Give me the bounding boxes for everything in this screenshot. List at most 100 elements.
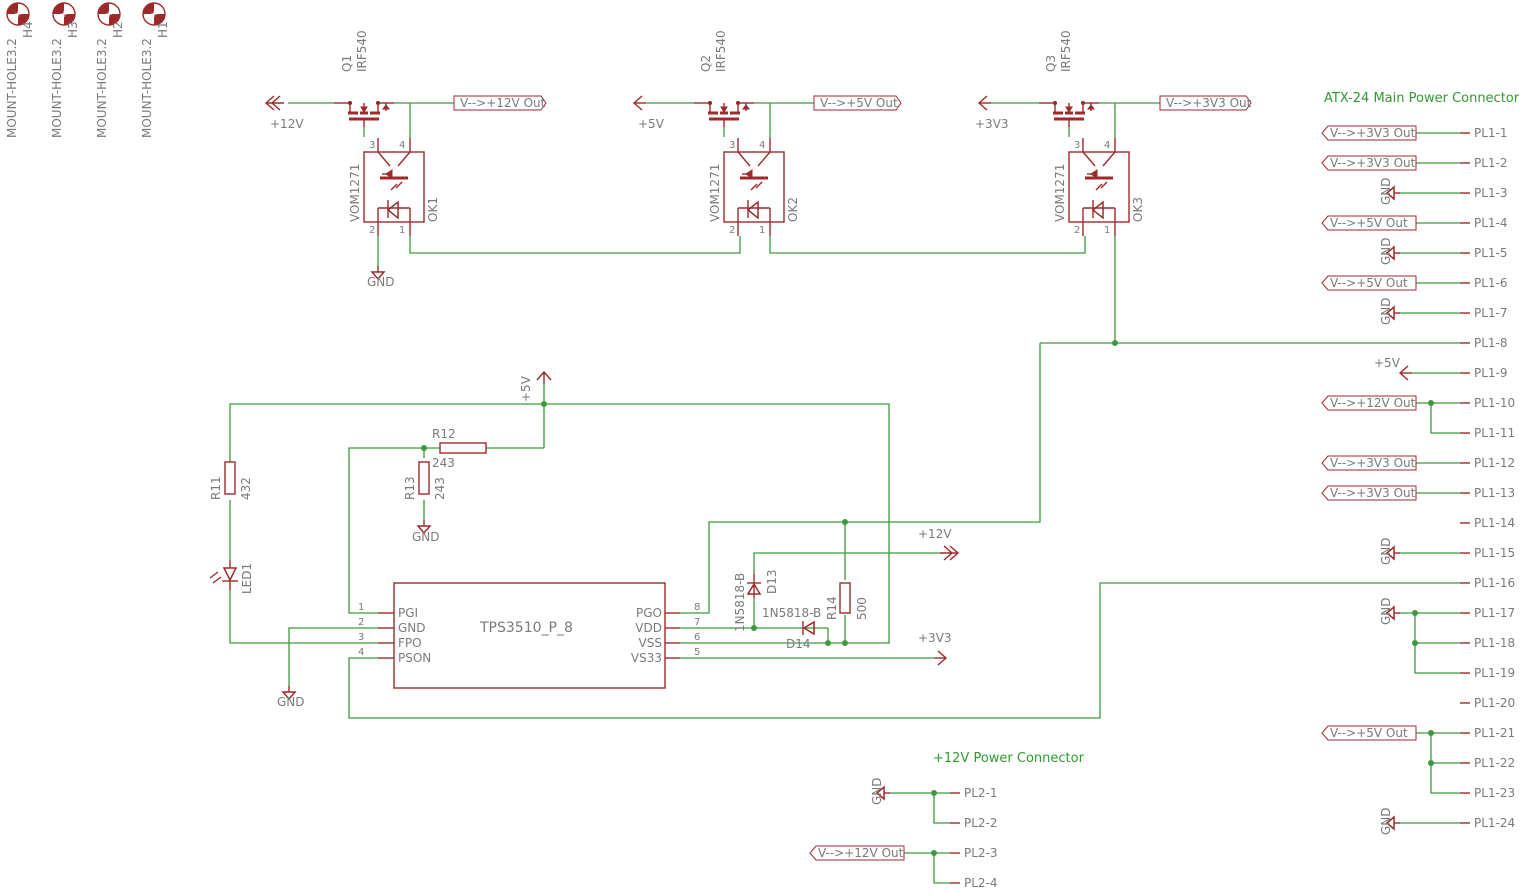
optocoupler-ok1[interactable]: 3 4 2 1 VOM1271 OK1 xyxy=(348,136,440,238)
supply-label-3v3: +3V3 xyxy=(975,117,1009,131)
ok3-pin1: 1 xyxy=(1104,225,1110,236)
ic-tps3510[interactable]: TPS3510_P_8 PGI GND FPO PSON PGO VDD VSS… xyxy=(358,582,700,689)
atx-pin-label: PL1-5 xyxy=(1474,246,1508,260)
ok3-value: VOM1271 xyxy=(1053,164,1067,222)
mount-hole-h3[interactable]: MOUNT-HOLE3.2 H3 xyxy=(50,2,80,138)
optocoupler-ok2[interactable]: 3 4 2 1 VOM1271 OK2 xyxy=(708,136,800,238)
ok1-name: OK1 xyxy=(426,197,440,222)
mosfet-q3-name: Q3 xyxy=(1044,55,1058,72)
switch-stage-3v3: Q3 IRF540 +3V3 V-->+3V3 Out 3 4 2 1 VOM1… xyxy=(975,30,1252,343)
pl2-pin-label: PL2-1 xyxy=(964,786,998,800)
optocoupler-ok3[interactable]: 3 4 2 1 VOM1271 OK3 xyxy=(1053,136,1145,238)
ic-name: TPS3510_P_8 xyxy=(479,620,573,636)
pl2-net-flag xyxy=(809,845,905,861)
atx-pin-row[interactable]: PL1-4V-->+5V Out xyxy=(1321,215,1508,231)
atx-pin-row[interactable]: PL1-22 xyxy=(1460,756,1515,770)
net-flag-3v3-out: V-->+3V3 Out xyxy=(1159,95,1252,111)
ic-pin-num-1: 1 xyxy=(358,602,364,613)
atx-net-flag-label: V-->+5V Out xyxy=(1330,276,1408,290)
atx-pin-row[interactable]: PL1-20 xyxy=(1460,696,1515,710)
mosfet-q1-value: IRF540 xyxy=(355,30,369,72)
ic-pin-num-3: 3 xyxy=(358,632,364,643)
atx-pin-row[interactable]: PL1-18 xyxy=(1460,636,1515,650)
atx-pin-label: PL1-15 xyxy=(1474,546,1515,560)
atx-pin-row[interactable]: PL1-1V-->+3V3 Out xyxy=(1321,125,1508,141)
atx-net-flag xyxy=(1321,275,1417,291)
ok1-pin1: 1 xyxy=(399,225,405,236)
atx-pin-row[interactable]: PL1-16 xyxy=(1460,576,1515,590)
r11-name: R11 xyxy=(209,476,223,500)
atx-pin-label: PL1-9 xyxy=(1474,366,1508,380)
led1-name: LED1 xyxy=(240,563,254,594)
atx-pin-row[interactable]: PL1-12V-->+3V3 Out xyxy=(1321,455,1515,471)
resistor-r11[interactable]: R11 432 xyxy=(209,461,253,500)
atx-pin-label: PL1-20 xyxy=(1474,696,1515,710)
ic-pin-num-5: 5 xyxy=(694,647,700,658)
gnd-label-ok1: GND xyxy=(367,275,395,289)
net-flag-12v-out-label: V-->+12V Out xyxy=(460,96,546,110)
ok2-name: OK2 xyxy=(786,197,800,222)
atx-net-flag-label: V-->+3V3 Out xyxy=(1330,156,1416,170)
atx-pin-row[interactable]: PL1-10V-->+12V Out xyxy=(1321,395,1515,411)
net-flag-5v-out: V-->+5V Out xyxy=(813,95,902,111)
supply-arrow xyxy=(1398,365,1412,381)
atx-pin-label: PL1-22 xyxy=(1474,756,1515,770)
gnd-symbol xyxy=(1385,305,1400,321)
atx-pin-label: PL1-17 xyxy=(1474,606,1515,620)
ic-pin-gnd: GND xyxy=(398,621,426,635)
atx-pin-row[interactable]: PL1-6V-->+5V Out xyxy=(1321,275,1508,291)
gnd-symbol xyxy=(1385,815,1400,831)
atx-pin-row[interactable]: PL1-13V-->+3V3 Out xyxy=(1321,485,1515,501)
mount-hole-h2[interactable]: MOUNT-HOLE3.2 H2 xyxy=(95,2,125,138)
mosfet-q2[interactable]: Q2 IRF540 xyxy=(692,30,756,129)
pl2-pin-label: PL2-3 xyxy=(964,846,998,860)
resistor-r14[interactable]: R14 500 xyxy=(825,582,869,620)
ic-pin-num-4: 4 xyxy=(358,647,364,658)
atx-pin-row[interactable]: PL1-19 xyxy=(1460,666,1515,680)
diode-d14[interactable]: 1N5818-B D14 xyxy=(762,606,821,651)
atx-pin-row[interactable]: PL1-8 xyxy=(1460,336,1508,350)
pl2-pin-row[interactable]: PL2-3V-->+12V Out xyxy=(809,845,998,861)
atx-gnd-label: GND xyxy=(1379,237,1393,265)
atx-pin-row[interactable]: PL1-14 xyxy=(1460,516,1515,530)
hole-value-h2: MOUNT-HOLE3.2 xyxy=(95,38,109,138)
atx-pin-label: PL1-19 xyxy=(1474,666,1515,680)
mosfet-q3[interactable]: Q3 IRF540 xyxy=(1037,30,1101,129)
supply-arrow-12v: +12V xyxy=(265,95,334,131)
ic-pin-vss: VSS xyxy=(639,636,662,650)
led-led1[interactable]: LED1 xyxy=(209,560,254,594)
resistor-r13[interactable]: R13 243 xyxy=(403,461,447,500)
atx-net-flag xyxy=(1321,215,1417,231)
atx-pin-row[interactable]: PL1-23 xyxy=(1460,786,1515,800)
atx-pin-row[interactable]: PL1-21V-->+5V Out xyxy=(1321,725,1515,741)
diode-d13[interactable]: 1N5818-B D13 xyxy=(733,569,779,632)
gnd-symbol xyxy=(1385,545,1400,561)
atx-net-flag xyxy=(1321,395,1417,411)
ok1-pin2: 2 xyxy=(369,225,375,236)
atx-gnd-label: GND xyxy=(1379,537,1393,565)
ic-pin-pgi: PGI xyxy=(398,606,418,620)
pl2-pin-row[interactable]: PL2-4 xyxy=(950,876,998,890)
net-flag-12v-out: V-->+12V Out xyxy=(453,95,547,111)
mosfet-q1[interactable]: Q1 IRF540 xyxy=(332,30,396,129)
atx-pin-label: PL1-7 xyxy=(1474,306,1508,320)
supply-label-12v: +12V xyxy=(270,117,304,131)
atx-pin-row[interactable]: PL1-5 GND xyxy=(1379,237,1508,265)
atx-pin-row[interactable]: PL1-15 GND xyxy=(1379,537,1515,565)
resistor-r12[interactable]: R12 243 xyxy=(432,427,487,470)
mount-hole-h1[interactable]: MOUNT-HOLE3.2 H1 xyxy=(140,2,170,138)
atx-pin-label: PL1-18 xyxy=(1474,636,1515,650)
atx-pin-row[interactable]: PL1-11 xyxy=(1460,426,1515,440)
atx-net-flag-label: V-->+3V3 Out xyxy=(1330,126,1416,140)
pl2-pin-row[interactable]: PL2-2 xyxy=(950,816,998,830)
atx-pin-row[interactable]: PL1-9+5V xyxy=(1374,356,1508,381)
supply-arrow-3v3: +3V3 xyxy=(975,95,1039,131)
atx-pin-row[interactable]: PL1-2V-->+3V3 Out xyxy=(1321,155,1508,171)
mount-hole-h4[interactable]: MOUNT-HOLE3.2 H4 xyxy=(5,2,35,138)
